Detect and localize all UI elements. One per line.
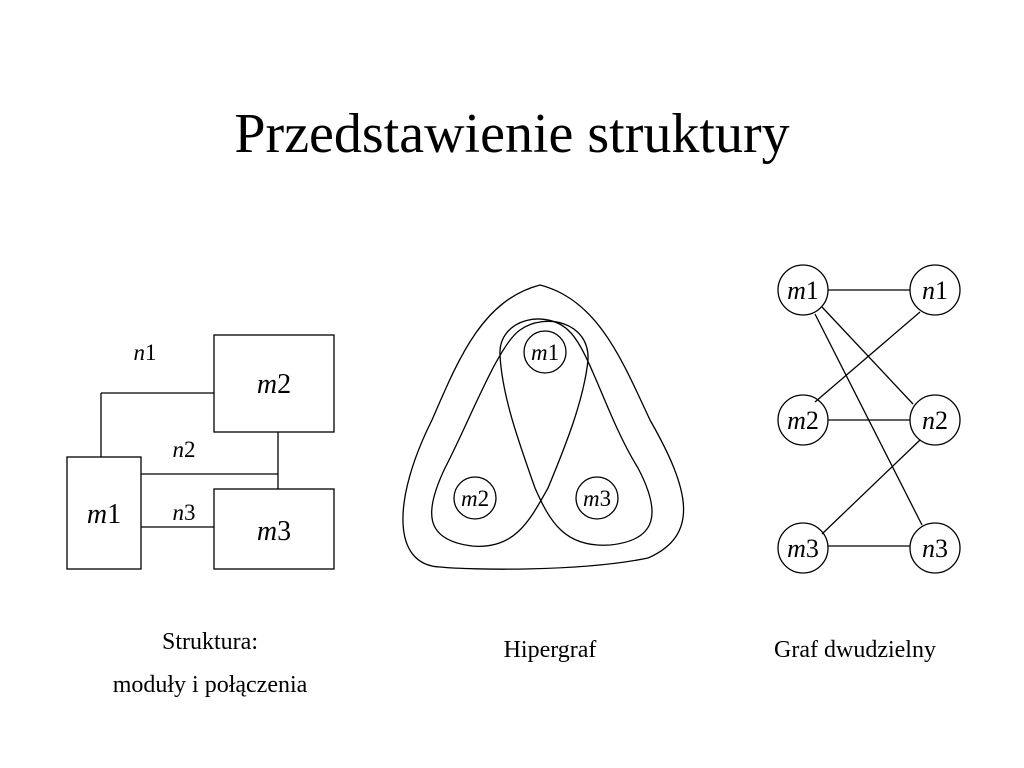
bipartite-label-m2: m2 <box>787 406 819 435</box>
module-m3-box <box>213 488 335 570</box>
hyperedge-outer <box>402 284 685 570</box>
hypergraph-caption: Hipergraf <box>503 637 597 663</box>
bipartite-label-m3: m3 <box>787 534 819 563</box>
hypergraph-label-m1: m1 <box>531 340 559 365</box>
bipartite-label-n3: n3 <box>922 534 948 563</box>
structure-caption-line1: Struktura: <box>162 629 258 655</box>
module-label-m1: m1 <box>87 499 121 530</box>
net-label-n1: n1 <box>134 340 157 365</box>
hyperedge-m1-m2 <box>430 320 589 547</box>
bipartite-caption: Graf dwudzielny <box>774 637 936 663</box>
net-label-n2: n2 <box>173 437 196 462</box>
net-label-n3: n3 <box>173 500 196 525</box>
hypergraph-node-m2 <box>453 476 497 520</box>
hypergraph-diagram <box>402 284 685 570</box>
edge-m3-n2 <box>821 439 921 535</box>
bipartite-node-n1 <box>909 264 961 316</box>
edge-m1-n2 <box>821 306 914 405</box>
hypergraph-node-m1 <box>523 330 567 374</box>
bipartite-label-n1: n1 <box>922 276 948 305</box>
structure-diagram <box>66 334 335 570</box>
bipartite-node-m1 <box>777 264 829 316</box>
module-label-m2: m2 <box>257 369 291 400</box>
bipartite-label-m1: m1 <box>787 276 819 305</box>
module-m2-box <box>213 334 335 433</box>
bipartite-node-n2 <box>909 394 961 446</box>
bipartite-node-n3 <box>909 522 961 574</box>
module-m1-box <box>66 456 142 570</box>
hypergraph-label-m2: m2 <box>461 486 489 511</box>
bipartite-node-m3 <box>777 522 829 574</box>
hypergraph-node-m3 <box>575 476 619 520</box>
edge-m2-n1 <box>814 311 921 403</box>
structure-caption: Struktura: moduły i połączenia <box>60 628 360 699</box>
structure-caption-line2: moduły i połączenia <box>112 672 308 698</box>
bipartite-node-m2 <box>777 394 829 446</box>
hyperedge-m1-m3 <box>499 318 653 546</box>
hypergraph-label-m3: m3 <box>583 486 611 511</box>
module-label-m3: m3 <box>257 516 291 547</box>
bipartite-label-n2: n2 <box>922 406 948 435</box>
bipartite-diagram <box>777 264 961 574</box>
page-title: Przedstawienie struktury <box>234 103 790 165</box>
